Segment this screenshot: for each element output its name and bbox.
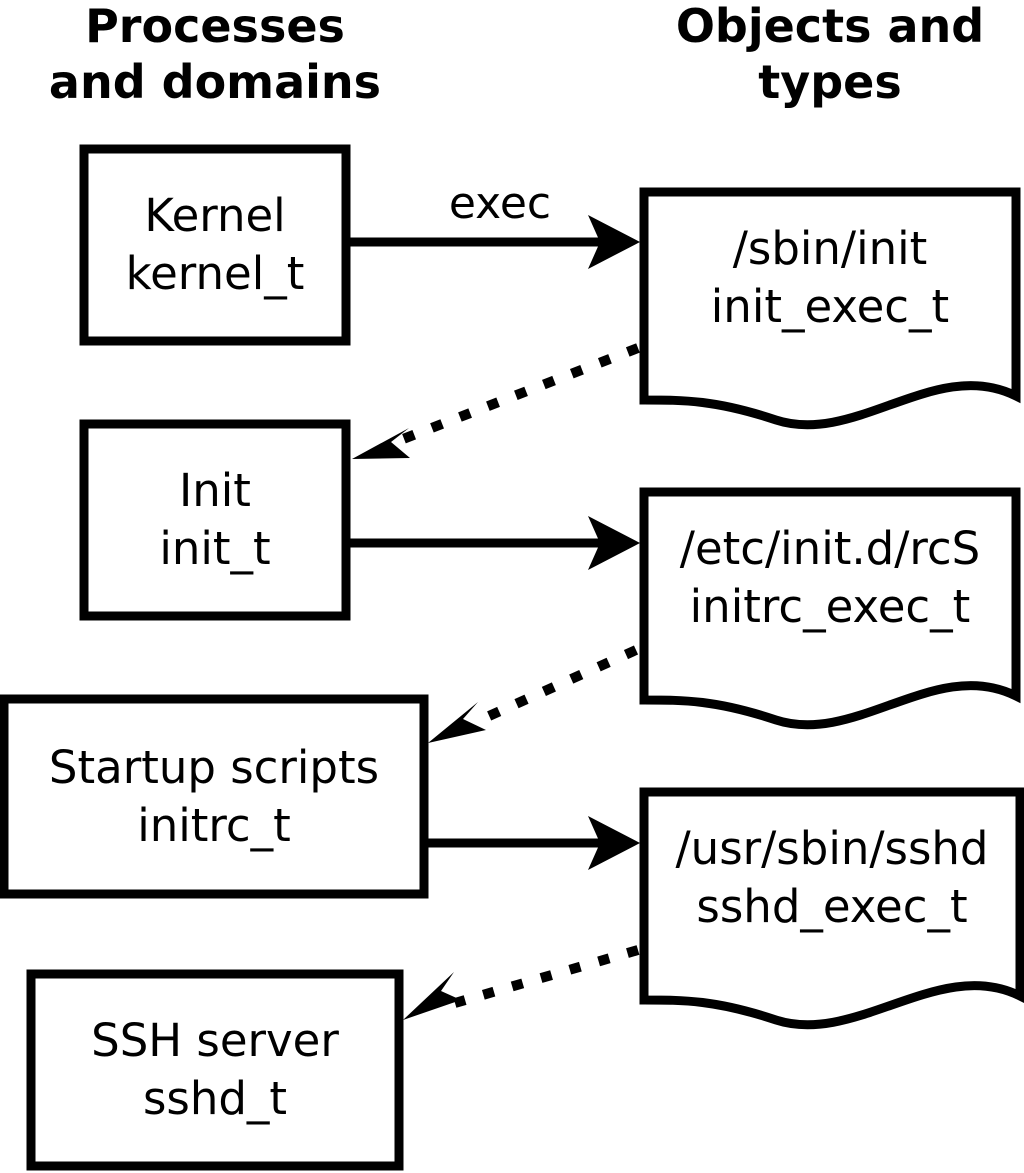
column-header-processes-line1: Processes bbox=[85, 0, 345, 53]
edge-sshd-exec-to-sshd-line bbox=[453, 945, 640, 1008]
node-sbin-init-line1: /sbin/init bbox=[733, 222, 928, 275]
node-startup-scripts-box[interactable] bbox=[0, 694, 429, 899]
node-init-line1: Init bbox=[179, 464, 251, 517]
edge-sshd-exec-to-sshd-arrowhead bbox=[403, 972, 461, 1020]
node-usr-sbin-sshd[interactable]: /usr/sbin/sshd sshd_exec_t bbox=[639, 787, 1024, 1030]
node-kernel-box[interactable] bbox=[79, 144, 351, 346]
node-sbin-init-line2: init_exec_t bbox=[711, 280, 949, 333]
edge-init-exec-to-init bbox=[352, 343, 640, 459]
edge-initrc-exec-to-initrc-line bbox=[475, 645, 639, 726]
node-sbin-init-document[interactable] bbox=[639, 187, 1021, 430]
edge-sshd-exec-to-sshd bbox=[403, 945, 640, 1020]
column-header-objects-line1: Objects and bbox=[676, 0, 984, 53]
node-kernel-line1: Kernel bbox=[144, 189, 285, 242]
node-ssh-server-line2: sshd_t bbox=[143, 1072, 287, 1125]
node-init-box[interactable] bbox=[79, 419, 351, 621]
node-ssh-server-box[interactable] bbox=[26, 969, 404, 1171]
node-ssh-server-line1: SSH server bbox=[91, 1014, 339, 1067]
edge-initrc-to-sshd-exec-arrowhead bbox=[588, 816, 640, 870]
edge-init-to-initrc-exec bbox=[350, 516, 640, 570]
node-sbin-init[interactable]: /sbin/init init_exec_t bbox=[639, 187, 1021, 430]
node-kernel-line2: kernel_t bbox=[126, 247, 305, 300]
node-startup-scripts-line2: initrc_t bbox=[137, 799, 291, 852]
edge-label-exec: exec bbox=[449, 178, 551, 229]
column-header-objects-line2: types bbox=[758, 55, 901, 109]
column-header-processes: Processes and domains bbox=[49, 0, 381, 109]
node-startup-scripts-line1: Startup scripts bbox=[49, 741, 379, 794]
node-startup-scripts[interactable]: Startup scripts initrc_t bbox=[0, 694, 429, 899]
edge-initrc-exec-to-initrc bbox=[428, 645, 639, 743]
edge-init-exec-to-init-line bbox=[396, 343, 640, 446]
node-usr-sbin-sshd-document[interactable] bbox=[639, 787, 1024, 1030]
edge-initrc-to-sshd-exec bbox=[428, 816, 640, 870]
node-init[interactable]: Init init_t bbox=[79, 419, 351, 621]
edge-initrc-exec-to-initrc-arrowhead bbox=[428, 702, 486, 743]
node-usr-sbin-sshd-line1: /usr/sbin/sshd bbox=[676, 822, 989, 875]
node-etc-initd-rcs-line1: /etc/init.d/rcS bbox=[680, 522, 980, 575]
node-etc-initd-rcs[interactable]: /etc/init.d/rcS initrc_exec_t bbox=[639, 487, 1021, 730]
edge-init-exec-to-init-arrowhead bbox=[352, 428, 410, 459]
edge-init-to-initrc-exec-arrowhead bbox=[588, 516, 640, 570]
column-header-objects: Objects and types bbox=[676, 0, 984, 109]
node-etc-initd-rcs-document[interactable] bbox=[639, 487, 1021, 730]
node-ssh-server[interactable]: SSH server sshd_t bbox=[26, 969, 404, 1171]
node-usr-sbin-sshd-line2: sshd_exec_t bbox=[696, 880, 967, 933]
node-etc-initd-rcs-line2: initrc_exec_t bbox=[690, 580, 971, 633]
edge-kernel-to-init-exec: exec bbox=[350, 178, 640, 269]
node-kernel[interactable]: Kernel kernel_t bbox=[79, 144, 351, 346]
edge-kernel-to-init-exec-arrowhead bbox=[588, 215, 640, 269]
node-init-line2: init_t bbox=[159, 522, 270, 575]
column-header-processes-line2: and domains bbox=[49, 55, 381, 109]
